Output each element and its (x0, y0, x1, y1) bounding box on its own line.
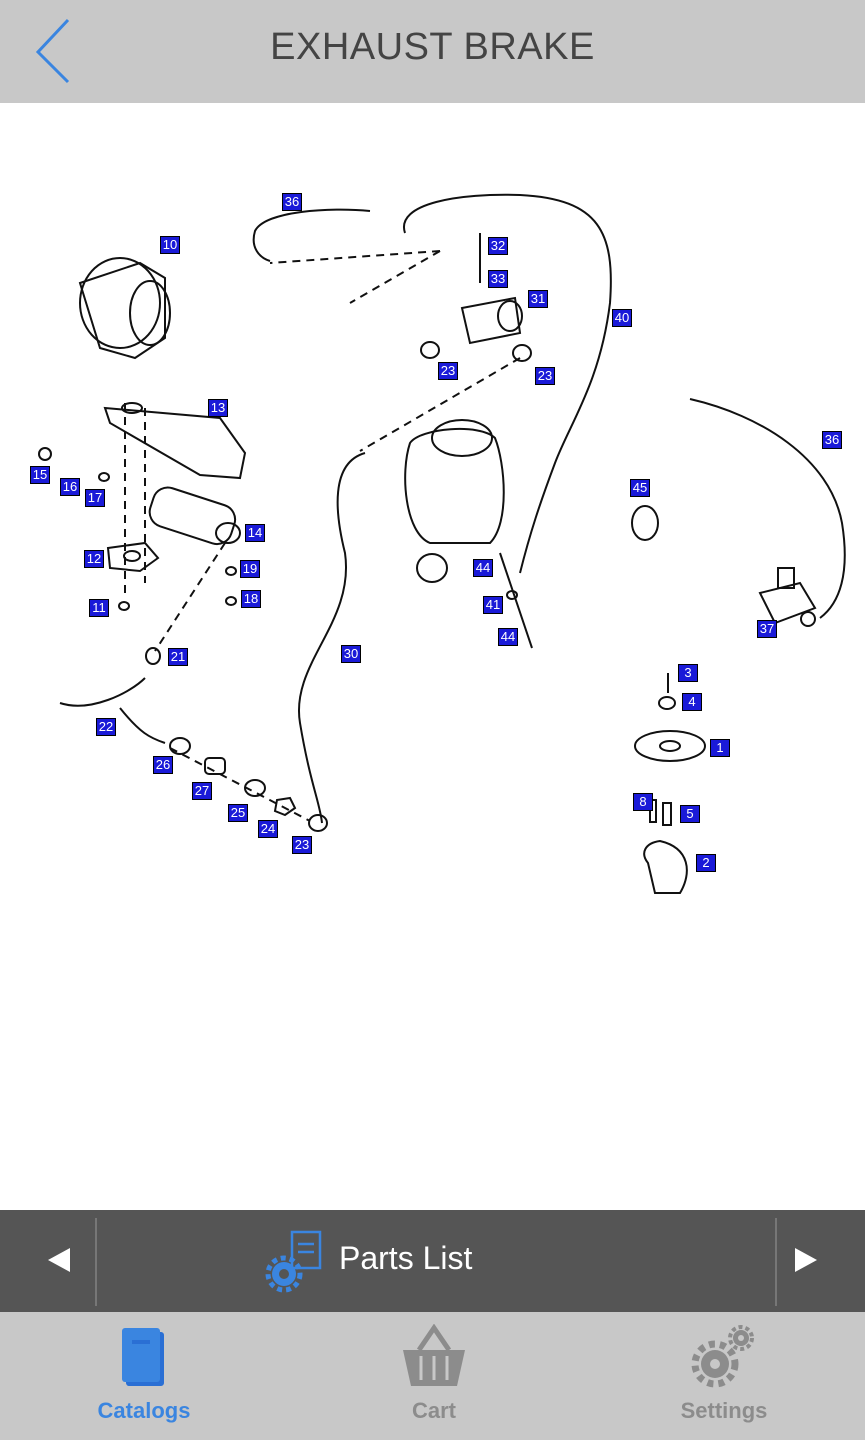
divider (95, 1218, 97, 1306)
part-callout[interactable]: 36 (822, 431, 842, 449)
parts-list-icon (265, 1230, 322, 1293)
part-callout[interactable]: 22 (96, 718, 116, 736)
next-page-button[interactable] (770, 1210, 865, 1312)
part-callout[interactable]: 5 (680, 805, 700, 823)
previous-page-button[interactable] (0, 1210, 95, 1312)
part-callout[interactable]: 21 (168, 648, 188, 666)
tab-label: Settings (680, 1398, 768, 1423)
part-callout[interactable]: 32 (488, 237, 508, 255)
back-button[interactable] (30, 16, 78, 86)
part-callout[interactable]: 45 (630, 479, 650, 497)
tab-catalogs[interactable]: Catalogs (0, 1312, 288, 1440)
part-callout[interactable]: 13 (208, 399, 228, 417)
triangle-left-icon (48, 1248, 70, 1272)
gears-icon (691, 1325, 754, 1388)
part-callout[interactable]: 23 (438, 362, 458, 380)
tab-label: Cart (411, 1398, 456, 1423)
part-callout[interactable]: 8 (633, 793, 653, 811)
page-title: EXHAUST BRAKE (270, 26, 595, 68)
chevron-left-icon (35, 18, 70, 84)
part-callout[interactable]: 27 (192, 782, 212, 800)
part-callout[interactable]: 36 (282, 193, 302, 211)
parts-list-bar: Parts List (0, 1210, 865, 1312)
tab-label: Catalogs (97, 1398, 191, 1423)
part-callout[interactable]: 15 (30, 466, 50, 484)
part-callout[interactable]: 25 (228, 804, 248, 822)
basket-icon (403, 1324, 465, 1386)
part-callout[interactable]: 23 (292, 836, 312, 854)
nav-header: EXHAUST BRAKE (0, 0, 865, 103)
part-callout[interactable]: 14 (245, 524, 265, 542)
tab-cart[interactable]: Cart (290, 1312, 578, 1440)
part-callout[interactable]: 10 (160, 236, 180, 254)
part-callout[interactable]: 11 (89, 599, 109, 617)
part-callout[interactable]: 16 (60, 478, 80, 496)
tab-settings[interactable]: Settings (580, 1312, 865, 1440)
part-callout[interactable]: 24 (258, 820, 278, 838)
part-callout[interactable]: 18 (241, 590, 261, 608)
part-callout[interactable]: 44 (473, 559, 493, 577)
triangle-right-icon (795, 1248, 817, 1272)
part-callout[interactable]: 23 (535, 367, 555, 385)
part-callout[interactable]: 26 (153, 756, 173, 774)
part-callout[interactable]: 17 (85, 489, 105, 507)
part-callout[interactable]: 33 (488, 270, 508, 288)
part-callout[interactable]: 12 (84, 550, 104, 568)
part-callout[interactable]: 2 (696, 854, 716, 872)
tab-bar: Catalogs Cart Settings (0, 1312, 865, 1440)
part-callout[interactable]: 37 (757, 620, 777, 638)
parts-list-label: Parts List (339, 1240, 473, 1276)
part-callout[interactable]: 19 (240, 560, 260, 578)
part-callout[interactable]: 40 (612, 309, 632, 327)
exploded-parts-diagram: 36 10 32 33 31 40 23 23 13 36 15 16 17 1… (0, 103, 865, 1210)
part-callout[interactable]: 4 (682, 693, 702, 711)
part-callout[interactable]: 44 (498, 628, 518, 646)
part-callout[interactable]: 41 (483, 596, 503, 614)
parts-list-button[interactable]: Parts List (262, 1230, 522, 1294)
book-icon (122, 1328, 164, 1386)
part-callout[interactable]: 30 (341, 645, 361, 663)
part-callout[interactable]: 1 (710, 739, 730, 757)
part-callout[interactable]: 3 (678, 664, 698, 682)
part-callout[interactable]: 31 (528, 290, 548, 308)
divider (775, 1218, 777, 1306)
diagram-drawing (38, 193, 846, 894)
